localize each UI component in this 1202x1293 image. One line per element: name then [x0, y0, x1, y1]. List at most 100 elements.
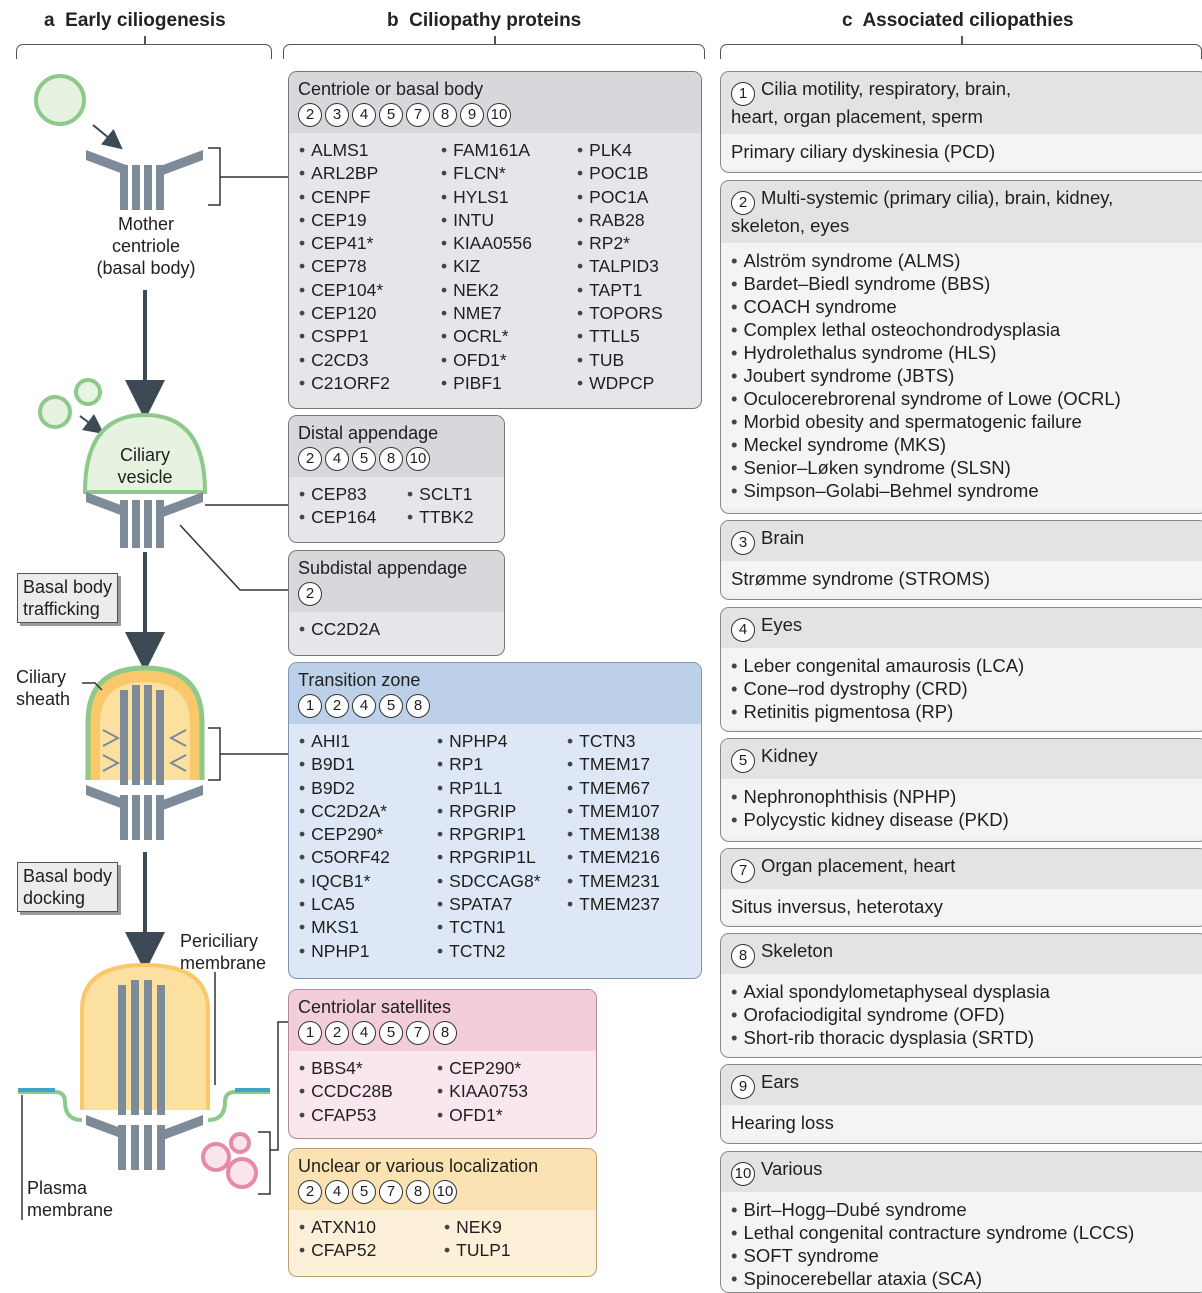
protein-item: NPHP1: [299, 940, 437, 963]
ciliopathy-box-8: 8SkeletonAxial spondylometaphyseal dyspl…: [720, 933, 1202, 1058]
transition-title: Transition zone: [298, 670, 421, 690]
ciliopathy-box-body: Nephronophthisis (NPHP)Polycystic kidney…: [721, 779, 1202, 837]
ciliopathy-number-badge: 8: [406, 1180, 430, 1204]
protein-item: FLCN*: [441, 162, 577, 185]
subdistal-numbers: 2: [298, 582, 495, 606]
transition-col-2: NPHP4RP1RP1L1RPGRIPRPGRIP1RPGRIP1LSDCCAG…: [437, 730, 567, 963]
header-c-letter: c: [842, 10, 853, 31]
ciliopathy-item: Nephronophthisis (NPHP): [731, 785, 1197, 808]
ciliopathy-box-body: Strømme syndrome (STROMS): [721, 561, 1202, 596]
subdistal-box-header: Subdistal appendage 2: [289, 551, 504, 612]
ciliopathy-number-badge: 8: [406, 694, 430, 718]
protein-item: TCTN2: [437, 940, 567, 963]
basal-body-label: (basal body): [96, 258, 196, 278]
ciliopathy-number-badge: 2: [298, 103, 322, 127]
transition-col-3: TCTN3TMEM17TMEM67TMEM107TMEM138TMEM216TM…: [567, 730, 660, 963]
ciliopathy-item: Leber congenital amaurosis (LCA): [731, 654, 1197, 677]
subdistal-appendage-box: Subdistal appendage 2 CC2D2A: [288, 550, 505, 656]
ciliopathy-item: SOFT syndrome: [731, 1244, 1197, 1267]
periciliary-membrane-label: Periciliary membrane: [180, 930, 266, 974]
protein-item: WDPCP: [577, 372, 663, 395]
protein-item: CC2D2A*: [299, 800, 437, 823]
protein-item: INTU: [441, 209, 577, 232]
ciliopathy-number-badge: 4: [325, 447, 349, 471]
basal-body-docking-tag: Basal body docking: [17, 862, 119, 912]
protein-item: TUB: [577, 349, 663, 372]
header-b: b Ciliopathy proteins: [387, 10, 581, 32]
protein-item: CFAP53: [299, 1104, 437, 1127]
ciliopathy-title: Skeleton: [761, 940, 833, 961]
protein-item: TTBK2: [407, 506, 473, 529]
ciliopathy-number-badge: 4: [352, 694, 376, 718]
protein-item: RPGRIP1: [437, 823, 567, 846]
ciliopathy-title: Multi-systemic (primary cilia), brain, k…: [761, 187, 1114, 208]
ciliopathy-title: Brain: [761, 527, 805, 548]
header-c: c Associated ciliopathies: [842, 10, 1074, 32]
protein-item: C5ORF42: [299, 846, 437, 869]
protein-item: TMEM17: [567, 753, 660, 776]
protein-item: CEP19: [299, 209, 441, 232]
ciliopathy-number-badge: 5: [379, 1021, 403, 1045]
protein-item: OCRL*: [441, 325, 577, 348]
ciliopathy-number-badge: 2: [298, 1180, 322, 1204]
ciliopathy-item: Spinocerebellar ataxia (SCA): [731, 1267, 1197, 1290]
protein-item: HYLS1: [441, 186, 577, 209]
docked-cilium-icon: [18, 962, 270, 1170]
protein-item: C21ORF2: [299, 372, 441, 395]
centriole-col-1: ALMS1ARL2BPCENPFCEP19CEP41*CEP78CEP104*C…: [299, 139, 441, 395]
subdistal-col-1: CC2D2A: [299, 618, 380, 641]
ciliopathy-box-body: Alström syndrome (ALMS)Bardet–Biedl synd…: [721, 243, 1202, 508]
ciliopathy-number-badge: 5: [352, 447, 376, 471]
protein-item: TALPID3: [577, 255, 663, 278]
protein-item: POC1A: [577, 186, 663, 209]
ciliopathy-number-badge: 2: [298, 582, 322, 606]
ciliopathy-number-badge: 1: [298, 694, 322, 718]
ciliopathy-title-line2: skeleton, eyes: [731, 215, 850, 236]
plasma-label-1: Plasma: [27, 1178, 88, 1198]
ciliopathy-item: Birt–Hogg–Dubé syndrome: [731, 1198, 1197, 1221]
protein-item: CCDC28B: [299, 1080, 437, 1103]
ciliopathy-box-body: Birt–Hogg–Dubé syndromeLethal congenital…: [721, 1192, 1202, 1292]
ciliopathy-title: Kidney: [761, 745, 818, 766]
protein-item: TULP1: [444, 1239, 510, 1262]
protein-item: PIBF1: [441, 372, 577, 395]
sheath-label-2: sheath: [16, 689, 71, 709]
protein-item: TCTN3: [567, 730, 660, 753]
protein-item: ALMS1: [299, 139, 441, 162]
protein-item: TMEM231: [567, 870, 660, 893]
ciliopathy-number-badge: 10: [487, 103, 511, 127]
transition-protein-list: AHI1B9D1B9D2CC2D2A*CEP290*C5ORF42IQCB1*L…: [289, 724, 701, 963]
docking-label-2: docking: [23, 888, 86, 908]
subdistal-title: Subdistal appendage: [298, 558, 468, 578]
protein-item: NPHP4: [437, 730, 567, 753]
ciliopathy-box-4: 4EyesLeber congenital amaurosis (LCA)Con…: [720, 607, 1202, 732]
protein-item: TMEM138: [567, 823, 660, 846]
protein-item: C2CD3: [299, 349, 441, 372]
protein-item: KIAA0753: [437, 1080, 528, 1103]
ciliary-sheath-label: Ciliary sheath: [16, 666, 70, 710]
protein-item: IQCB1*: [299, 870, 437, 893]
distal-protein-list: CEP83CEP164 SCLT1TTBK2: [289, 477, 504, 530]
protein-item: CENPF: [299, 186, 441, 209]
protein-item: ATXN10: [299, 1216, 444, 1239]
ciliopathy-number-badge: 10: [406, 447, 430, 471]
ciliopathy-item: Bardet–Biedl syndrome (BBS): [731, 272, 1197, 295]
header-b-letter: b: [387, 10, 399, 31]
ciliopathy-number-badge: 1: [731, 82, 755, 106]
protein-item: CEP290*: [299, 823, 437, 846]
protein-item: TCTN1: [437, 916, 567, 939]
protein-item: NEK9: [444, 1216, 511, 1239]
distal-col-1: CEP83CEP164: [299, 483, 407, 530]
ciliopathy-number-badge: 5: [379, 103, 403, 127]
ciliopathy-number-badge: 2: [325, 694, 349, 718]
ciliopathy-box-10: 10VariousBirt–Hogg–Dubé syndromeLethal c…: [720, 1151, 1202, 1293]
ciliopathy-item: Short-rib thoracic dysplasia (SRTD): [731, 1026, 1197, 1049]
